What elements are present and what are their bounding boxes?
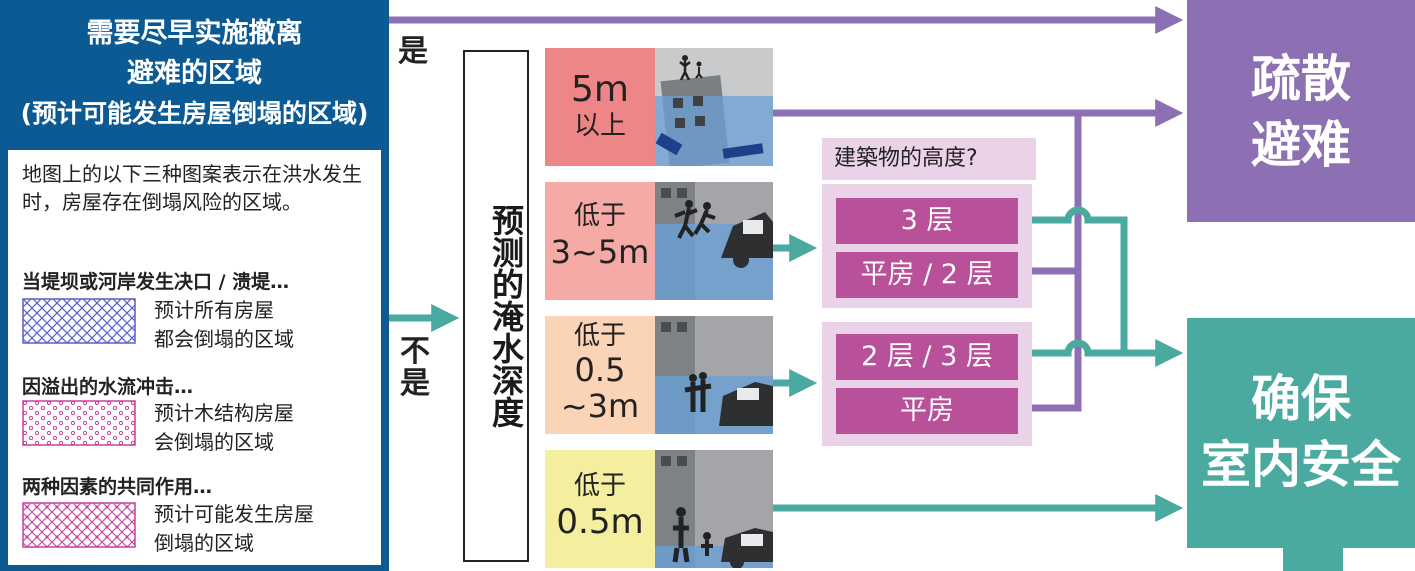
legend-heading-breach: 当堤坝或河岸发生决口 / 溃堤… [22, 271, 290, 293]
legend-text-overflow-2: 会倒塌的区域 [154, 430, 274, 454]
depth-0.5m-value: 0.5m [556, 502, 644, 542]
building-height-question: 建築物的高度? [822, 138, 1036, 180]
depth-0.5-3m-prefix: 低于 [573, 321, 626, 351]
legend-text-combined-1: 预计可能发生房屋 [154, 502, 314, 526]
legend-heading-overflow: 因溢出的水流冲击… [22, 376, 194, 398]
safety-line-2: 室内安全 [1201, 436, 1401, 494]
legend-heading-combined: 两种因素的共同作用… [22, 476, 213, 498]
flood-5m-illustration [655, 48, 773, 166]
teal-path-2 [1032, 339, 1184, 367]
depth-0.5-3m-value: 0.5 [574, 351, 626, 389]
legend-text-overflow-1: 预计木结构房屋 [154, 401, 294, 425]
title-line-2: 避难的区域 [127, 58, 262, 89]
height-option-1-floor: 平房 [836, 388, 1018, 434]
safety-line-1: 确保 [1251, 370, 1351, 428]
evacuate-line-2: 避难 [1251, 116, 1351, 174]
no-label-1: 不 [400, 334, 430, 369]
legend-text-breach-2: 都会倒塌的区域 [154, 327, 294, 351]
evacuation-area-title: 需要尽早实施撤离 避难的区域 (预计可能发生房屋倒塌的区域) [0, 0, 389, 146]
depth-0.5m-prefix: 低于 [573, 471, 626, 501]
flood-3-5m-illustration [655, 182, 773, 300]
depth-row-0.5m: 低于 0.5m [545, 450, 655, 568]
outcome-evacuate: 疏散 避难 [1187, 0, 1415, 222]
flood-0.5m-illustration [655, 450, 773, 568]
depth-row-0.5-3m: 低于 0.5 ~3m [545, 316, 655, 434]
legend-body: 地图上的以下三种图案表示在洪水发生时，房屋存在倒塌风险的区域。 当堤坝或河岸发生… [8, 150, 381, 565]
legend-description: 地图上的以下三种图案表示在洪水发生时，房屋存在倒塌风险的区域。 [22, 162, 362, 214]
predicted-depth-box: 预测的淹水深度 [463, 50, 529, 562]
title-line-3: (预计可能发生房屋倒塌的区域) [20, 99, 369, 128]
predicted-depth-label: 预测的淹水深度 [487, 204, 525, 428]
safety-tab [1283, 548, 1343, 571]
depth-row-5m: 5m 以上 [545, 48, 655, 166]
teal-path-1 [1032, 206, 1128, 353]
purple-collector [1032, 113, 1082, 412]
outcome-indoor-safety: 确保 室内安全 [1187, 318, 1415, 548]
yes-label: 是 [398, 34, 428, 69]
legend-text-breach-1: 预计所有房屋 [154, 298, 274, 322]
evacuate-line-1: 疏散 [1251, 50, 1351, 108]
depth-row-3-5m: 低于 3~5m [545, 182, 655, 300]
flood-0.5-3m-illustration [655, 316, 773, 434]
legend-text-combined-2: 倒塌的区域 [154, 531, 254, 555]
height-option-3-floors: 3 层 [836, 198, 1018, 244]
depth-0.5-3m-suffix: ~3m [560, 387, 640, 425]
pattern-blue-crosshatch [22, 298, 136, 344]
pattern-pink-crosshatch-dots [22, 502, 136, 548]
no-label-2: 是 [400, 366, 430, 401]
title-line-1: 需要尽早实施撤离 [86, 18, 303, 49]
height-option-2-3-floors: 2 层 / 3 层 [836, 334, 1018, 380]
depth-5m-value: 5m [571, 69, 629, 110]
depth-3-5m-prefix: 低于 [573, 201, 626, 231]
depth-5m-suffix: 以上 [573, 111, 626, 141]
depth-3-5m-value: 3~5m [550, 233, 650, 271]
height-option-1-2-floors: 平房 / 2 层 [836, 252, 1018, 298]
pattern-pink-dots [22, 400, 136, 446]
